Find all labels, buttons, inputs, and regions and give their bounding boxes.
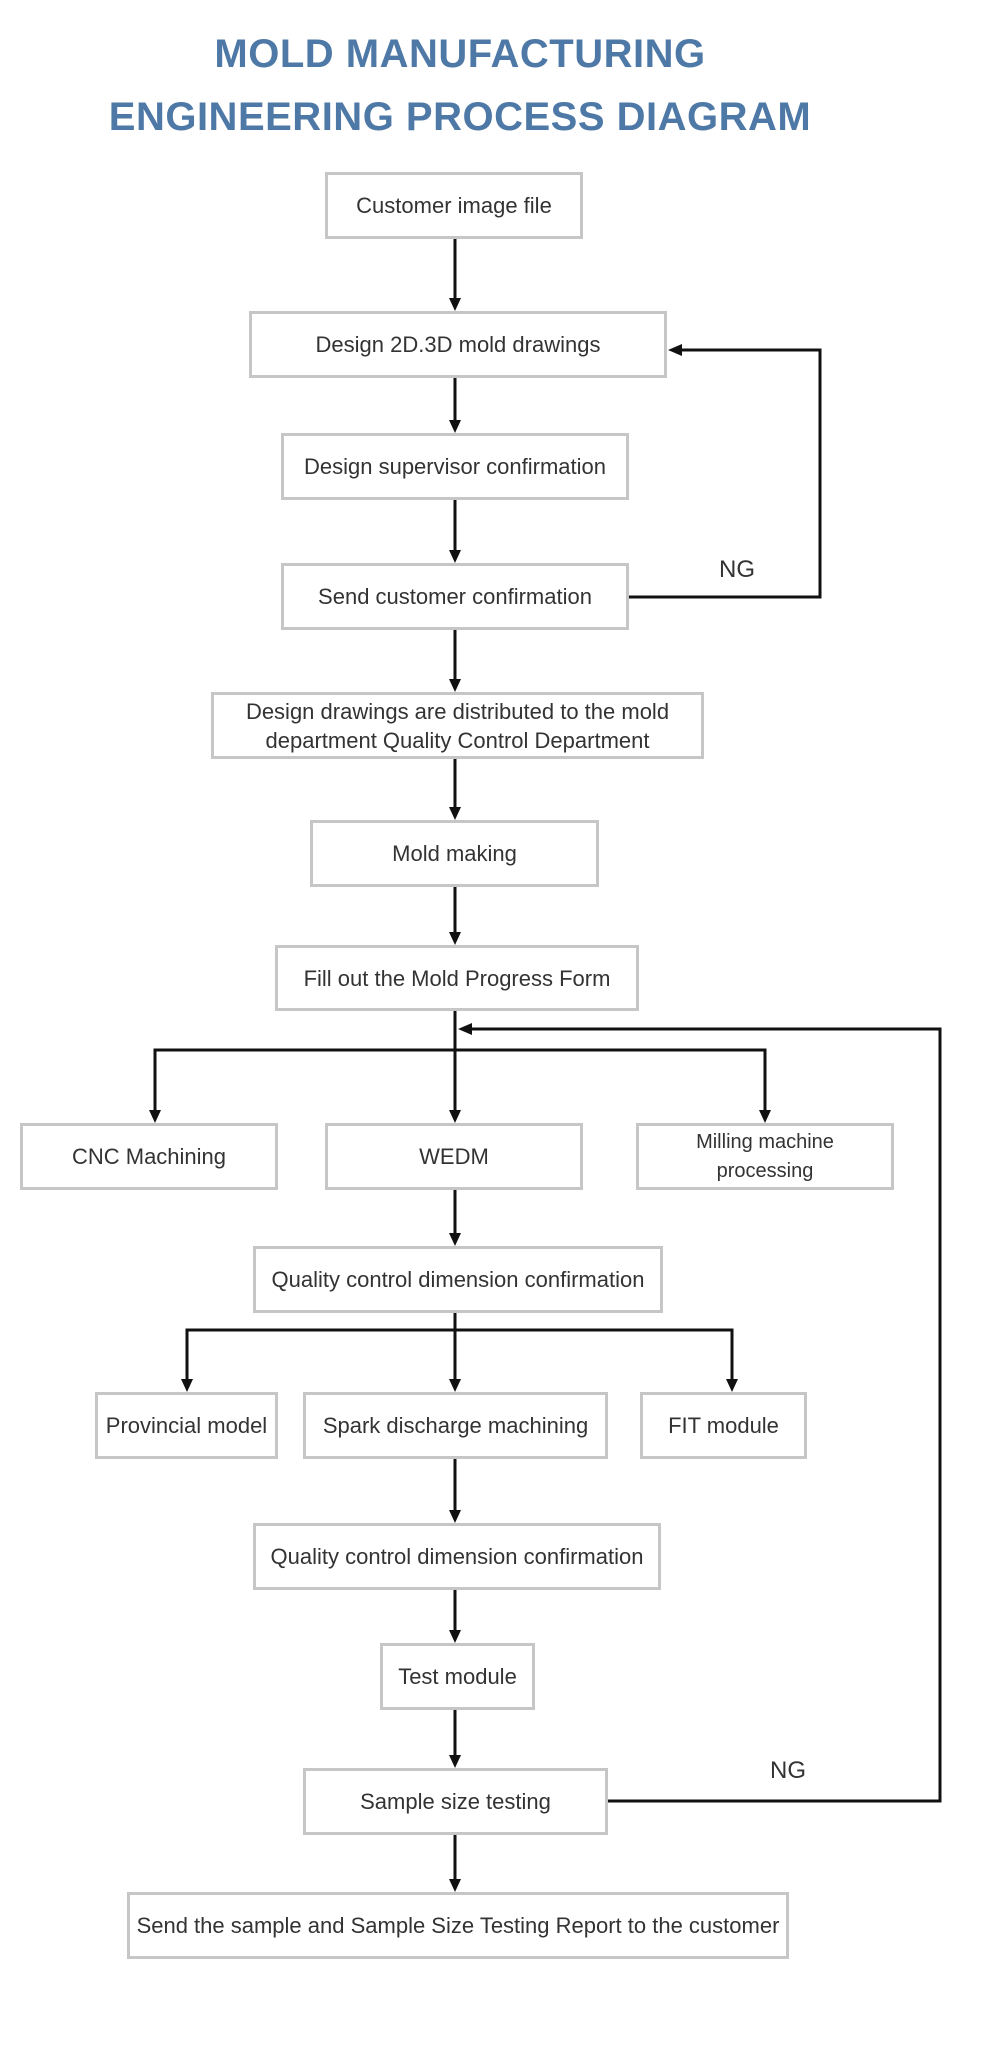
node-qc-dimension-1: Quality control dimension confirmation xyxy=(253,1246,663,1313)
node-label: Mold making xyxy=(392,841,517,866)
node-label: Test module xyxy=(398,1664,517,1689)
node-label: Provincial model xyxy=(105,1413,268,1438)
node-label: Fill out the Mold Progress Form xyxy=(303,965,611,991)
node-label: Design supervisor confirmation xyxy=(303,454,607,479)
node-label: Send customer confirmation xyxy=(318,584,592,609)
node-wedm: WEDM xyxy=(325,1123,583,1190)
node-fit-module: FIT module xyxy=(640,1392,807,1459)
arrowhead xyxy=(449,1879,461,1892)
node-label-line-1: Design drawings are distributed to the m… xyxy=(245,698,670,724)
node-mold-making: Mold making xyxy=(310,820,599,887)
arrowhead xyxy=(449,679,461,692)
node-label: CNC Machining xyxy=(71,1144,227,1169)
diagram-title-line-1: MOLD MANUFACTURING xyxy=(214,32,706,76)
node-design-drawings: Design 2D.3D mold drawings xyxy=(249,311,667,378)
node-label: Customer image file xyxy=(356,193,552,218)
node-progress-form: Fill out the Mold Progress Form xyxy=(275,945,639,1011)
ng-loop-design xyxy=(628,348,822,599)
node-provincial-model: Provincial model xyxy=(95,1392,278,1459)
arrowhead xyxy=(759,1110,771,1123)
arrowhead xyxy=(449,1233,461,1246)
diagram-title-line-2: ENGINEERING PROCESS DIAGRAM xyxy=(108,95,812,139)
node-qc-dimension-2: Quality control dimension confirmation xyxy=(253,1523,661,1590)
branch-line-modules xyxy=(185,1328,734,1381)
node-label: Milling machine processing xyxy=(696,1130,834,1182)
node-milling: Milling machine processing xyxy=(636,1123,894,1190)
node-label: Spark discharge machining xyxy=(322,1413,589,1438)
branch-line-machining xyxy=(153,1048,767,1112)
node-label: Send the sample and Sample Size Testing … xyxy=(136,1913,780,1938)
node-sample-size-testing: Sample size testing xyxy=(303,1768,608,1835)
arrowhead xyxy=(458,1023,472,1035)
arrowhead xyxy=(449,298,461,311)
node-send-sample-report: Send the sample and Sample Size Testing … xyxy=(127,1892,789,1959)
node-label: FIT module xyxy=(668,1413,779,1438)
node-label: WEDM xyxy=(419,1144,489,1169)
arrowhead xyxy=(181,1379,193,1392)
node-test-module: Test module xyxy=(380,1643,535,1710)
arrowhead xyxy=(449,1510,461,1523)
node-label: Quality control dimension confirmation xyxy=(270,1544,644,1569)
node-send-customer-confirmation: Send customer confirmation xyxy=(281,563,629,630)
arrowhead xyxy=(449,420,461,433)
node-supervisor-confirmation: Design supervisor confirmation xyxy=(281,433,629,500)
arrowhead xyxy=(449,550,461,563)
node-label: Sample size testing xyxy=(360,1789,551,1814)
node-label: Design 2D.3D mold drawings xyxy=(315,332,601,357)
arrowhead xyxy=(726,1379,738,1392)
arrowhead xyxy=(449,1755,461,1768)
node-label: Quality control dimension confirmation xyxy=(271,1267,645,1292)
arrowhead xyxy=(149,1110,161,1123)
node-drawings-distributed: Design drawings are distributed to the m… xyxy=(211,692,704,759)
node-customer-image-file: Customer image file xyxy=(325,172,583,239)
arrowhead xyxy=(449,1630,461,1643)
ng-loop-machining xyxy=(470,1027,942,1803)
arrowhead xyxy=(449,932,461,945)
node-label-line-2: department Quality Control Department xyxy=(265,727,650,753)
ng-label-bottom: NG xyxy=(770,1757,806,1784)
ng-label-top: NG xyxy=(719,556,755,583)
arrowhead xyxy=(449,1110,461,1123)
node-spark-discharge: Spark discharge machining xyxy=(303,1392,608,1459)
arrowhead xyxy=(449,807,461,820)
arrowhead xyxy=(668,344,682,356)
node-cnc-machining: CNC Machining xyxy=(20,1123,278,1190)
arrowhead xyxy=(449,1379,461,1392)
